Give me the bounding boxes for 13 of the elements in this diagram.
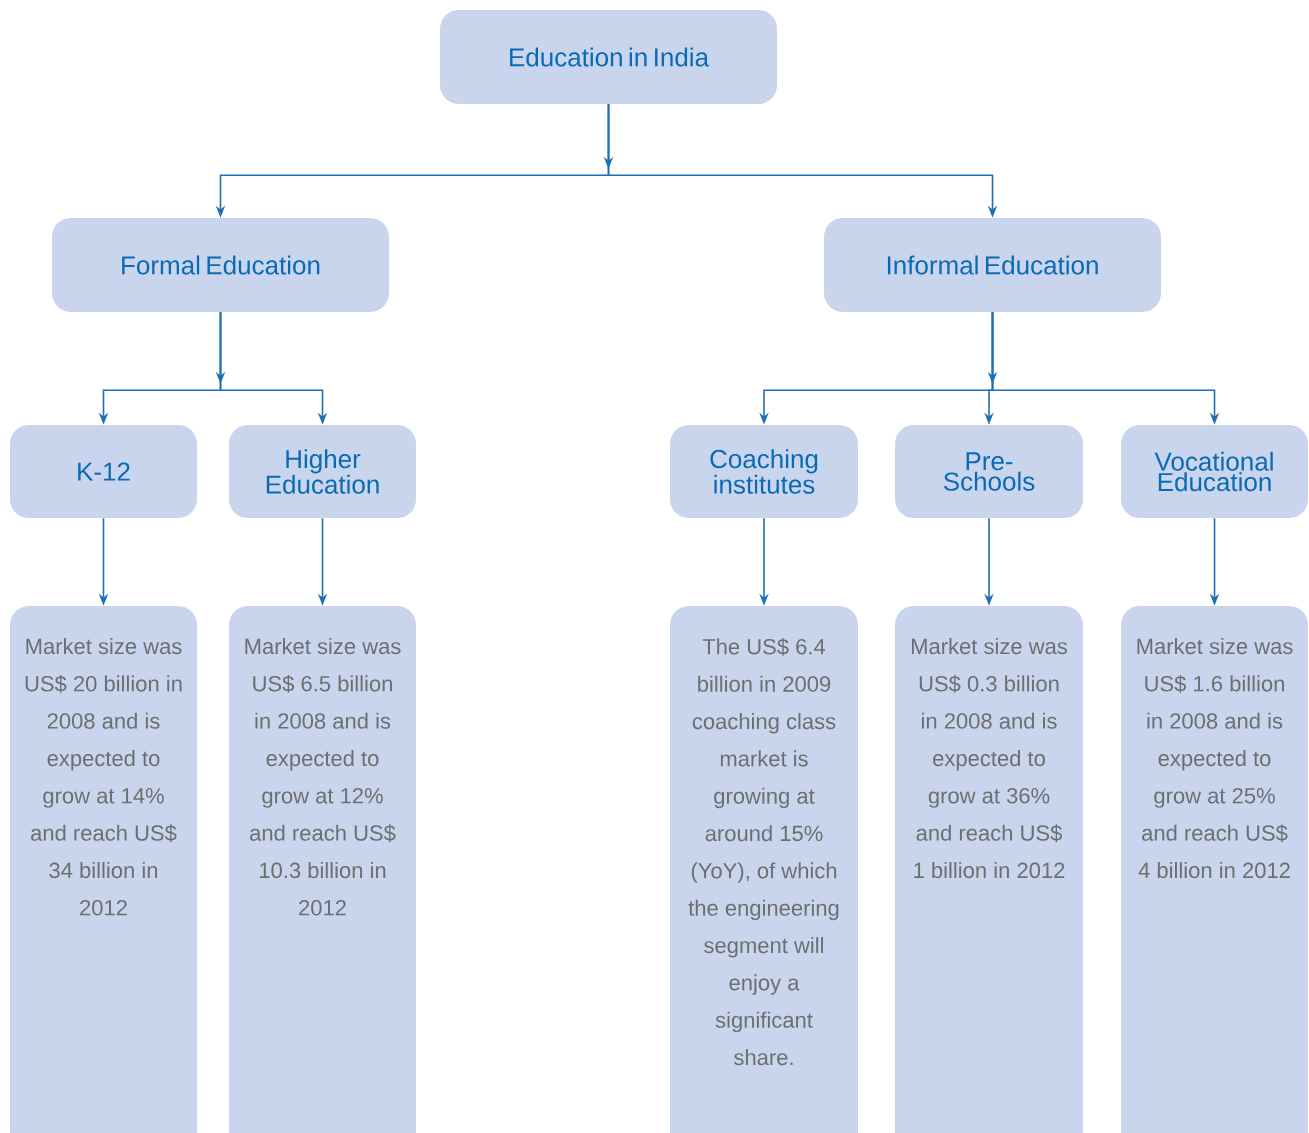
category-box: Pre-Schools bbox=[895, 425, 1083, 518]
category-box: Higher Education bbox=[229, 425, 416, 518]
category-box: Coaching institutes bbox=[670, 425, 858, 518]
category-box: Informal Education bbox=[824, 218, 1161, 312]
category-box: Formal Education bbox=[52, 218, 389, 312]
category-box: Education in India bbox=[440, 10, 777, 104]
description-box: Market size was US$ 6.5 billion in 2008 and is expected to grow at 12% and reach US$ 10.3 billion in 2012 bbox=[229, 606, 416, 1133]
description-box: Market size was US$ 1.6 billion in 2008 and is expected to grow at 25% and reach US$ 4 billion in 2012 bbox=[1121, 606, 1308, 1133]
description-box: Market size was US$ 0.3 billion in 2008 and is expected to grow at 36% and reach US$ 1 billion in 2012 bbox=[895, 606, 1083, 1133]
category-box: Vocational Education bbox=[1121, 425, 1308, 518]
description-box: The US$ 6.4 billion in 2009 coaching class market is growing at around 15% (YoY), of which the engineering segment will enjoy a significant share. bbox=[670, 606, 858, 1133]
description-box: Market size was US$ 20 billion in 2008 and is expected to grow at 14% and reach US$ 34 billion in 2012 bbox=[10, 606, 197, 1133]
category-box: K-12 bbox=[10, 425, 197, 518]
